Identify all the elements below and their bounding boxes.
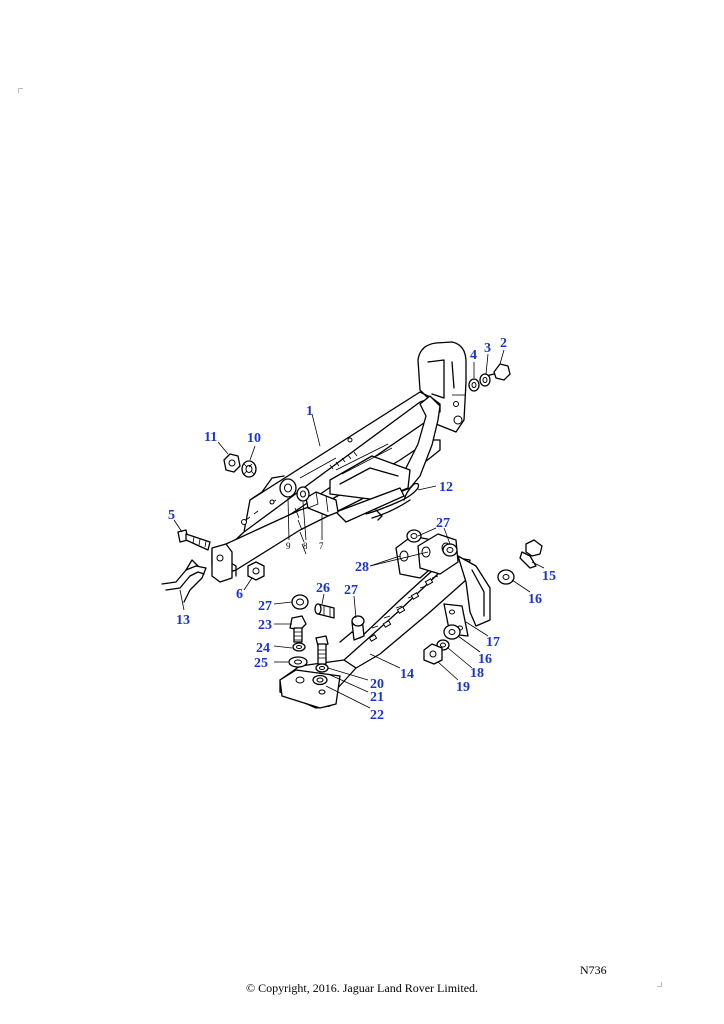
callout-16-b: 16 bbox=[478, 652, 492, 667]
nut-6 bbox=[247, 561, 265, 581]
callout-16-a: 16 bbox=[528, 592, 542, 607]
washer-16-a bbox=[497, 569, 515, 585]
bolt-23 bbox=[289, 615, 307, 643]
callout-9: 9 bbox=[286, 541, 291, 551]
callout-27-b: 27 bbox=[344, 583, 358, 598]
washer-8 bbox=[296, 486, 310, 502]
callout-12: 12 bbox=[439, 480, 453, 495]
nut-11 bbox=[223, 453, 241, 473]
spacer-27-d bbox=[291, 594, 309, 610]
callout-19: 19 bbox=[456, 680, 470, 695]
spring-clip-12 bbox=[365, 482, 420, 519]
callout-22: 22 bbox=[370, 708, 384, 723]
callout-15: 15 bbox=[542, 569, 556, 584]
washer-25 bbox=[288, 656, 308, 668]
callout-8: 8 bbox=[303, 541, 308, 551]
callout-27-c: 27 bbox=[436, 516, 450, 531]
callout-14: 14 bbox=[400, 667, 414, 682]
nut-19 bbox=[423, 643, 443, 665]
callout-6: 6 bbox=[236, 587, 243, 602]
callout-24: 24 bbox=[256, 641, 270, 656]
callout-5: 5 bbox=[168, 508, 175, 523]
callout-3: 3 bbox=[484, 341, 491, 356]
callout-2: 2 bbox=[500, 336, 507, 351]
spring-washer-3 bbox=[479, 373, 491, 387]
callout-17: 17 bbox=[486, 635, 500, 650]
copyright-notice: © Copyright, 2016. Jaguar Land Rover Lim… bbox=[245, 981, 479, 995]
callout-10: 10 bbox=[247, 431, 261, 446]
callout-18: 18 bbox=[470, 666, 484, 681]
callout-13: 13 bbox=[176, 613, 190, 628]
washer-16-b bbox=[443, 624, 461, 640]
callout-28: 28 bbox=[355, 560, 369, 575]
leader-lines bbox=[173, 349, 545, 709]
callout-23: 23 bbox=[258, 618, 272, 633]
washer-22 bbox=[312, 674, 328, 686]
callout-1: 1 bbox=[306, 404, 313, 419]
corner-mark bbox=[657, 982, 662, 987]
washer-4 bbox=[468, 378, 480, 392]
sleeve-26 bbox=[314, 603, 335, 619]
callout-labels: 1 2 3 4 5 6 7 8 9 10 11 12 13 14 15 16 1… bbox=[168, 336, 556, 723]
bolt-7 bbox=[305, 491, 339, 517]
callout-20: 20 bbox=[370, 677, 384, 692]
washer-10 bbox=[241, 460, 257, 478]
bolt-5 bbox=[177, 529, 211, 551]
callout-21: 21 bbox=[370, 690, 384, 705]
spacer-27-b bbox=[442, 543, 458, 557]
washer-9 bbox=[279, 478, 297, 498]
wire-clip-13 bbox=[161, 559, 207, 603]
callout-4: 4 bbox=[470, 348, 477, 363]
washer-21 bbox=[315, 663, 329, 673]
callout-26: 26 bbox=[316, 581, 330, 596]
drawing-reference-code: N736 bbox=[580, 963, 607, 977]
bolt-20 bbox=[315, 635, 329, 665]
spacer-27-c bbox=[351, 615, 365, 641]
spacer-27-a bbox=[406, 529, 422, 543]
corner-mark bbox=[18, 88, 23, 93]
spring-washer-18 bbox=[436, 639, 450, 651]
washer-24 bbox=[292, 642, 306, 652]
callout-27-a: 27 bbox=[258, 599, 272, 614]
callout-11: 11 bbox=[204, 430, 217, 445]
callout-7: 7 bbox=[319, 541, 324, 551]
callout-25: 25 bbox=[254, 656, 268, 671]
bolt-15 bbox=[519, 539, 543, 569]
